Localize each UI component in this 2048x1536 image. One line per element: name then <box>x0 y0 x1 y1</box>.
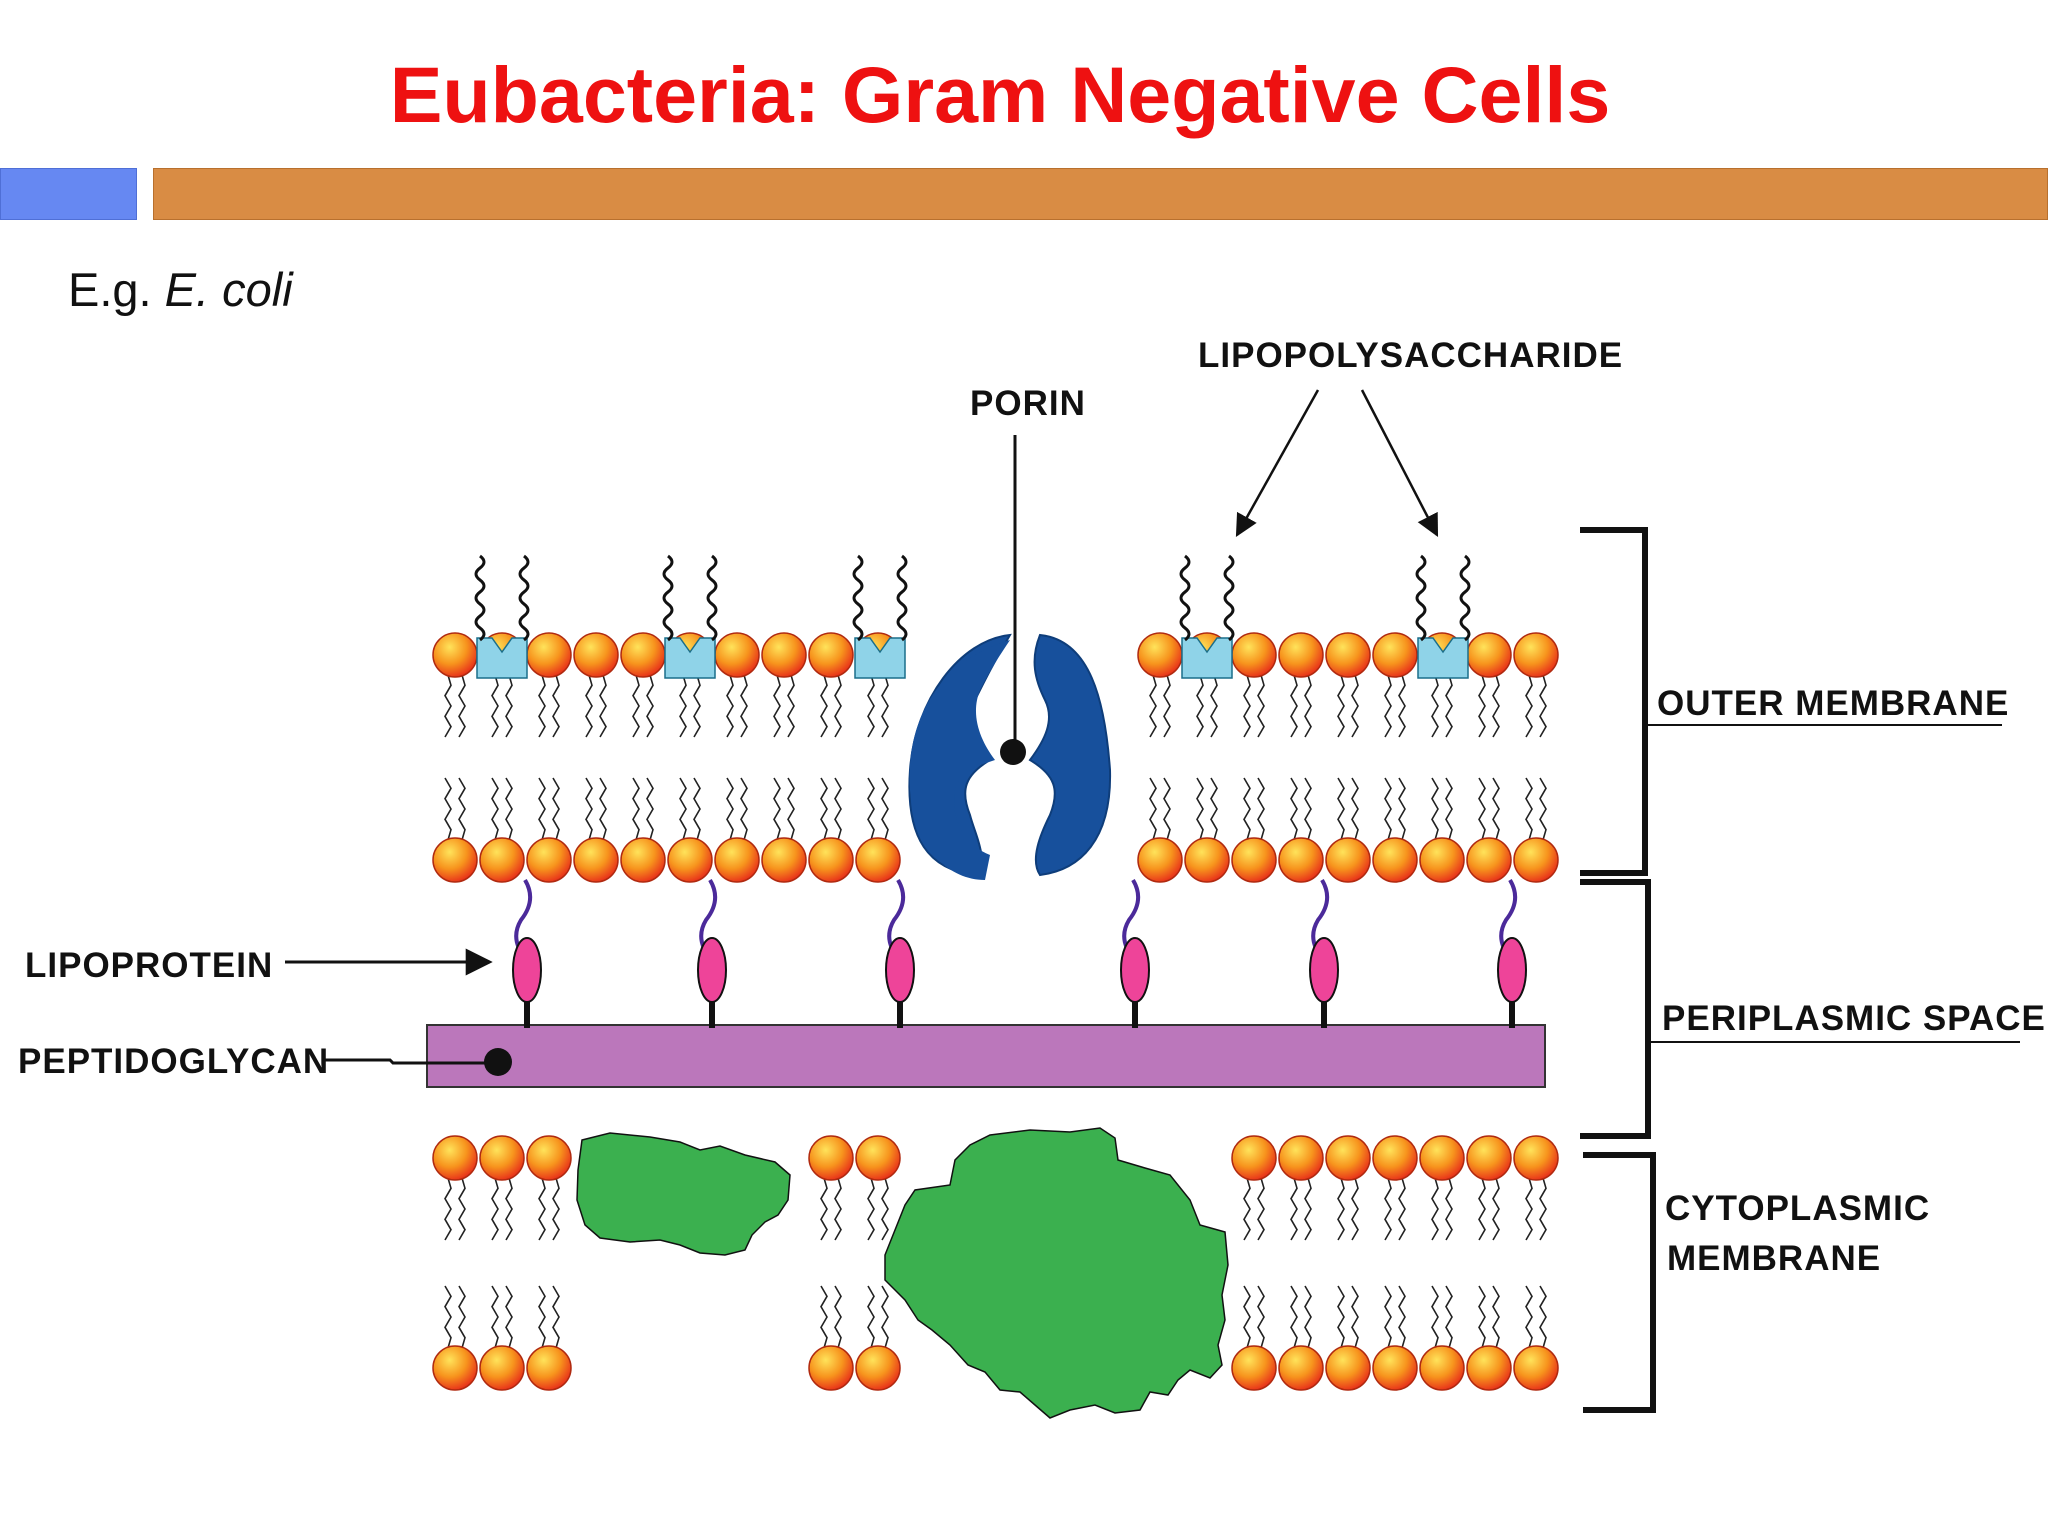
phospholipid-icon <box>808 837 854 883</box>
periplasmic-space-bracket <box>1580 879 1651 1139</box>
phospholipid-icon <box>808 1345 854 1391</box>
phospholipid-icon <box>1231 632 1277 678</box>
phospholipid-icon <box>1513 1135 1559 1181</box>
lps-icon <box>1181 637 1233 679</box>
phospholipid-icon <box>526 1135 572 1181</box>
phospholipid-icon <box>1419 1135 1465 1181</box>
lps-icon <box>476 637 528 679</box>
lipoprotein-icon <box>885 937 915 1003</box>
phospholipid-icon <box>526 632 572 678</box>
lipoprotein-icon <box>512 937 542 1003</box>
outer-membrane-bilayer <box>432 632 1559 883</box>
phospholipid-icon <box>714 632 760 678</box>
lipoprotein-icon <box>1497 937 1527 1003</box>
phospholipid-icon <box>1231 1135 1277 1181</box>
phospholipid-icon <box>1372 837 1418 883</box>
peptidoglycan-pointer <box>325 1058 495 1065</box>
phospholipid-icon <box>432 1345 478 1391</box>
phospholipid-icon <box>1419 837 1465 883</box>
phospholipid-icon <box>432 1135 478 1181</box>
accent-bar-blue <box>0 168 137 220</box>
phospholipid-icon <box>1513 1345 1559 1391</box>
slide-title: Eubacteria: Gram Negative Cells <box>389 50 1611 139</box>
example-organism: E. coli <box>164 263 293 316</box>
phospholipid-icon <box>573 837 619 883</box>
phospholipid-icon <box>620 632 666 678</box>
phospholipid-icon <box>808 1135 854 1181</box>
phospholipid-icon <box>1325 1135 1371 1181</box>
phospholipid-icon <box>1278 1135 1324 1181</box>
lps-icon <box>664 637 716 679</box>
example-line: E.g. E. coli <box>68 262 293 317</box>
outer-membrane-label: OUTER MEMBRANE <box>1657 684 2009 723</box>
phospholipid-icon <box>1184 837 1230 883</box>
phospholipid-icon <box>479 837 525 883</box>
phospholipid-icon <box>855 1135 901 1181</box>
phospholipid-icon <box>667 837 713 883</box>
peptidoglycan-layer <box>426 1024 1546 1088</box>
lps-icon <box>1417 637 1469 679</box>
porin-label: PORIN <box>970 384 1086 423</box>
phospholipid-icon <box>1325 1345 1371 1391</box>
phospholipid-icon <box>1419 1345 1465 1391</box>
phospholipid-icon <box>808 632 854 678</box>
phospholipid-icon <box>620 837 666 883</box>
cytoplasmic-membrane-label-line1: CYTOPLASMIC <box>1665 1189 1930 1228</box>
cytoplasmic-membrane-bilayer <box>432 1135 1559 1391</box>
phospholipid-icon <box>1278 632 1324 678</box>
porin-icon <box>908 633 1112 880</box>
cytoplasmic-membrane-label-line2: MEMBRANE <box>1667 1239 1881 1278</box>
example-prefix: E.g. <box>68 263 165 316</box>
phospholipid-icon <box>1513 837 1559 883</box>
phospholipid-icon <box>1466 632 1512 678</box>
phospholipid-icon <box>1137 837 1183 883</box>
phospholipid-icon <box>479 1345 525 1391</box>
phospholipid-icon <box>479 1135 525 1181</box>
cytoplasmic-membrane-bracket <box>1583 1152 1656 1413</box>
phospholipid-icon <box>855 837 901 883</box>
outer-membrane-bracket <box>1580 527 1648 876</box>
lps-icon <box>854 637 906 679</box>
phospholipid-icon <box>526 1345 572 1391</box>
lipoprotein-icon <box>1309 937 1339 1003</box>
phospholipid-icon <box>432 837 478 883</box>
phospholipid-icon <box>573 632 619 678</box>
peptidoglycan-pointer-dot <box>484 1048 512 1076</box>
phospholipid-icon <box>1466 1135 1512 1181</box>
phospholipid-icon <box>1325 632 1371 678</box>
phospholipid-icon <box>1372 632 1418 678</box>
phospholipid-icon <box>1466 1345 1512 1391</box>
phospholipid-icon <box>714 837 760 883</box>
lipoprotein-group <box>512 878 1527 1028</box>
phospholipid-icon <box>855 1345 901 1391</box>
phospholipid-icon <box>761 837 807 883</box>
porin-pointer-dot <box>1000 739 1026 765</box>
phospholipid-icon <box>1372 1135 1418 1181</box>
lipoprotein-icon <box>697 937 727 1003</box>
phospholipid-icon <box>526 837 572 883</box>
phospholipid-icon <box>1513 632 1559 678</box>
lipopolysaccharide-group <box>474 554 1471 679</box>
phospholipid-icon <box>1466 837 1512 883</box>
phospholipid-icon <box>1137 632 1183 678</box>
phospholipid-icon <box>432 632 478 678</box>
lipopolysaccharide-label: LIPOPOLYSACCHARIDE <box>1198 336 1623 375</box>
lipoprotein-label: LIPOPROTEIN <box>25 946 273 985</box>
phospholipid-icon <box>1231 1345 1277 1391</box>
phospholipid-icon <box>1278 1345 1324 1391</box>
phospholipid-icon <box>1231 837 1277 883</box>
lps-arrow-right <box>1360 389 1439 537</box>
phospholipid-icon <box>761 632 807 678</box>
phospholipid-icon <box>1278 837 1324 883</box>
accent-bar-orange <box>153 168 2048 220</box>
phospholipid-icon <box>1372 1345 1418 1391</box>
peptidoglycan-label: PEPTIDOGLYCAN <box>18 1042 329 1081</box>
lipoprotein-icon <box>1120 937 1150 1003</box>
lps-arrow-left <box>1235 389 1320 537</box>
phospholipid-icon <box>1325 837 1371 883</box>
membrane-protein-small <box>576 1132 791 1256</box>
membrane-protein-large <box>884 1127 1229 1419</box>
periplasmic-space-label: PERIPLASMIC SPACE <box>1662 999 2046 1038</box>
